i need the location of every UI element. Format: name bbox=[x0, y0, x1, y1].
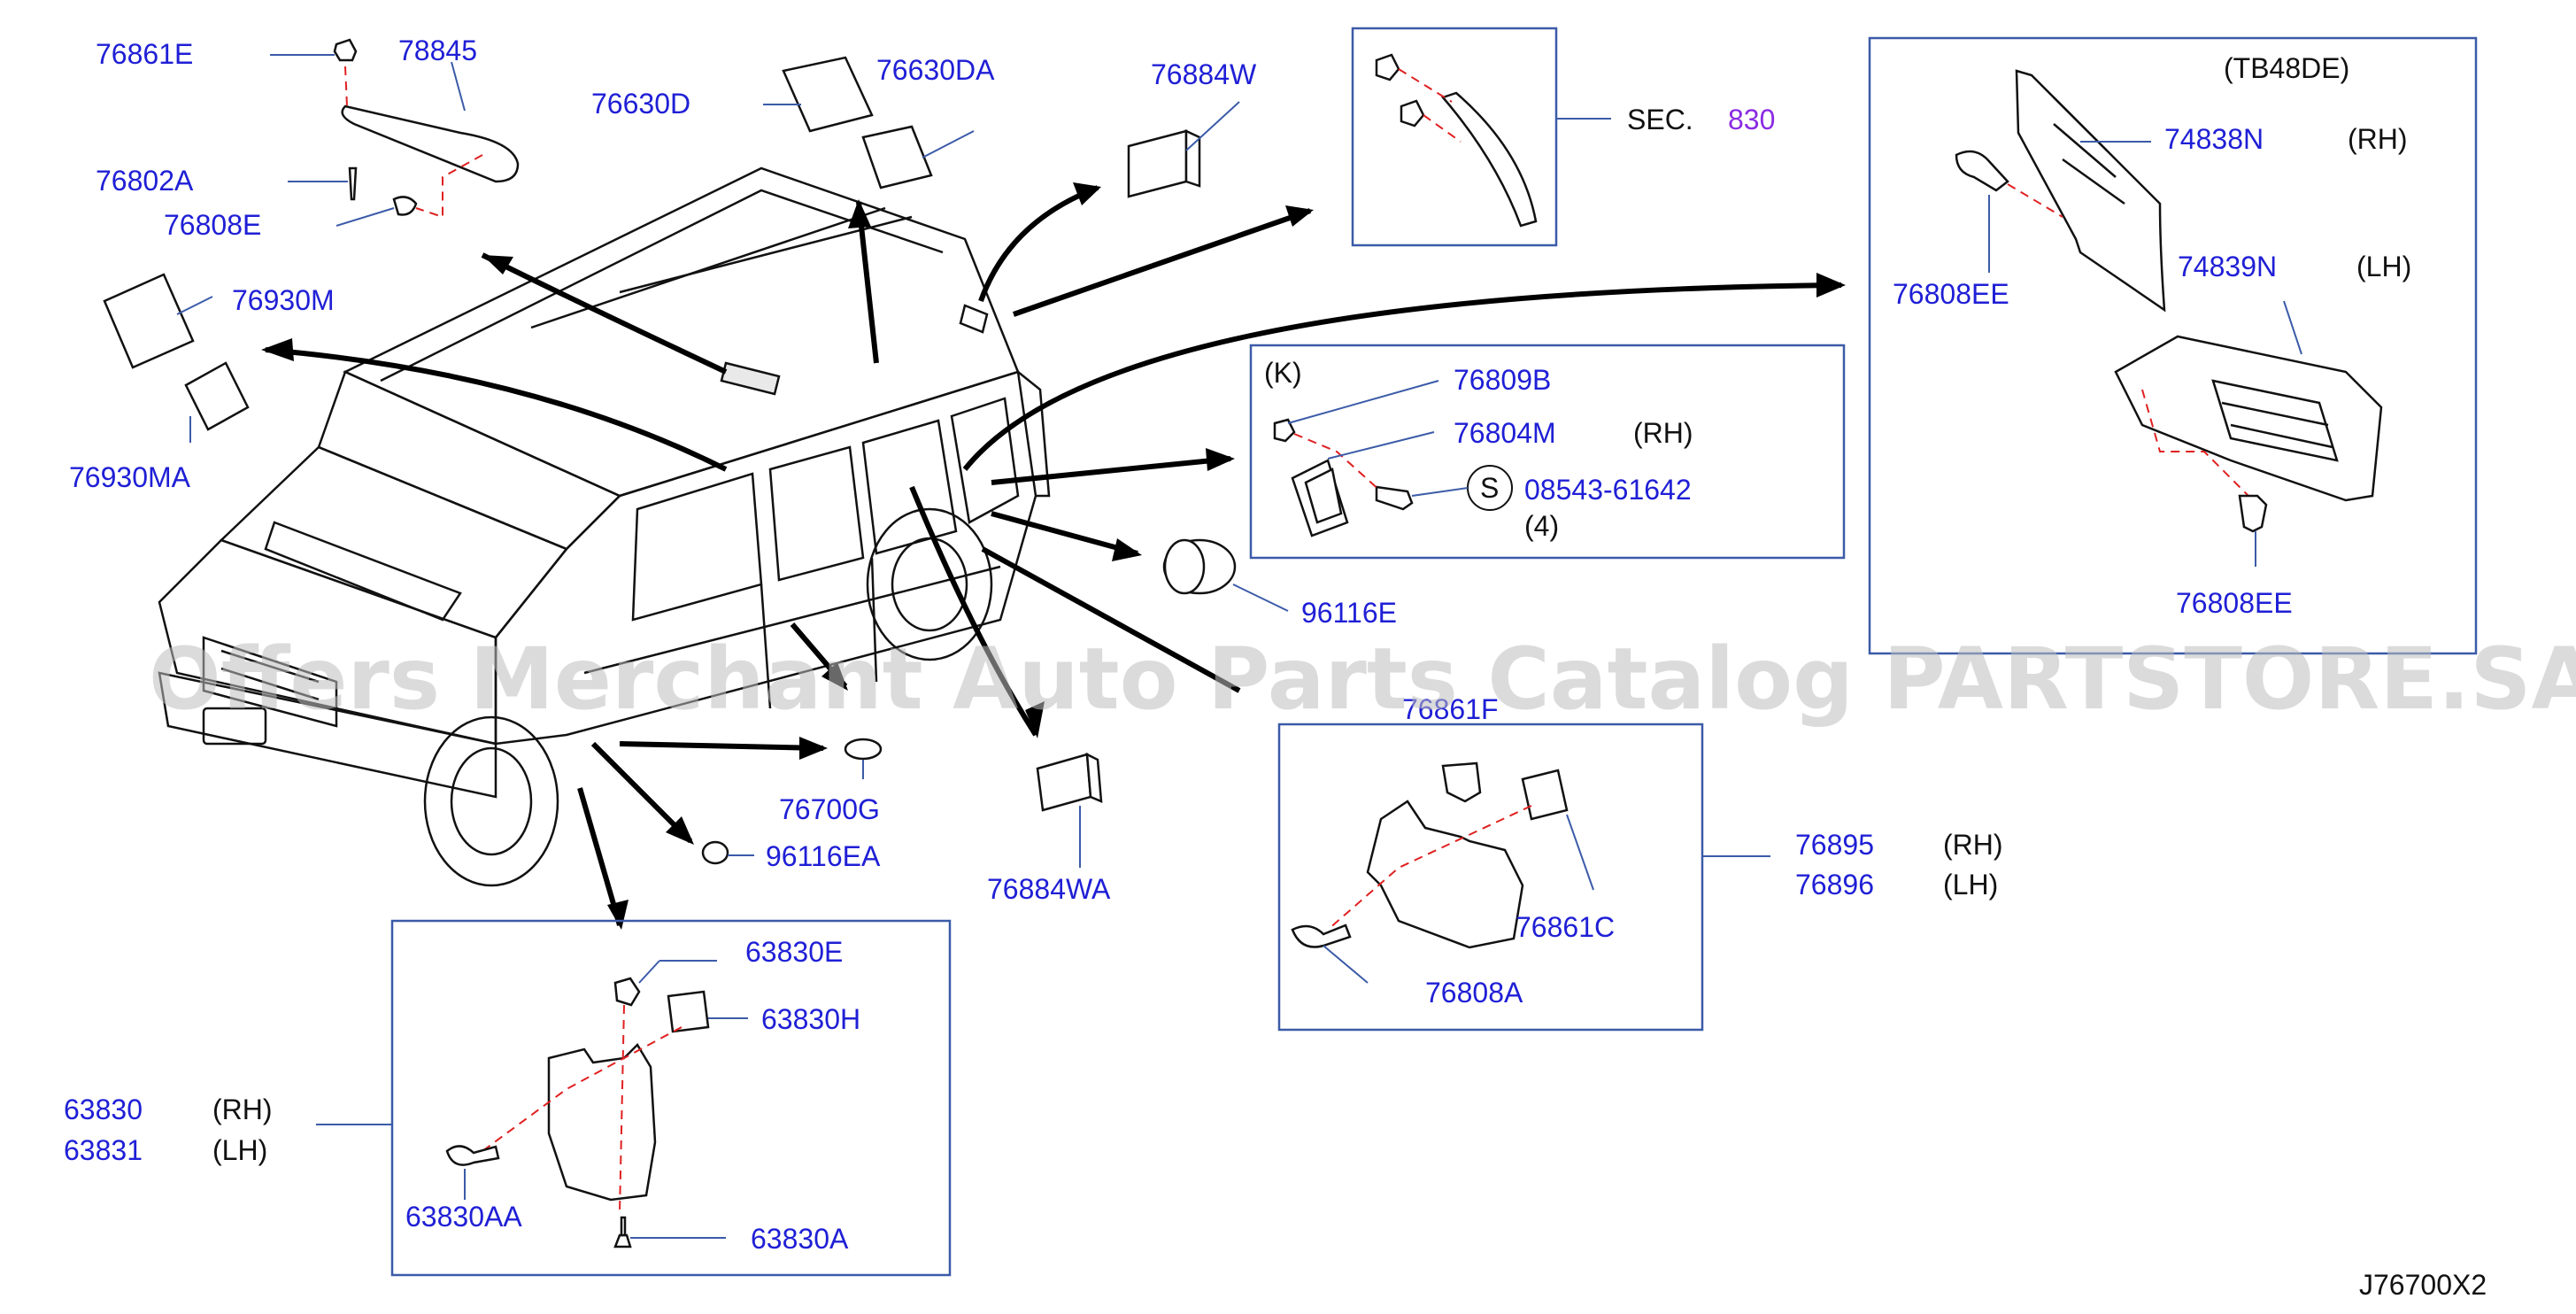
label-76804M[interactable]: 76804M bbox=[1454, 417, 1556, 449]
label-rh-63830: (RH) bbox=[212, 1094, 273, 1125]
label-76930M[interactable]: 76930M bbox=[232, 284, 335, 316]
label-76808A[interactable]: 76808A bbox=[1425, 977, 1523, 1009]
plug-96116E bbox=[1162, 538, 1289, 612]
label-63830H[interactable]: 63830H bbox=[761, 1003, 860, 1035]
label-tb48de: (TB48DE) bbox=[2224, 52, 2349, 84]
label-76808EE-bottom[interactable]: 76808EE bbox=[2176, 587, 2293, 619]
mudguard-rear-box bbox=[1277, 723, 1704, 1032]
label-76802A[interactable]: 76802A bbox=[96, 165, 194, 197]
part-labels: 76861E 78845 76802A 76808E 76630D 76630D… bbox=[64, 35, 2487, 1301]
label-76895[interactable]: 76895 bbox=[1795, 829, 1874, 861]
label-76884WA[interactable]: 76884WA bbox=[987, 873, 1111, 905]
label-rh-76804M: (RH) bbox=[1633, 417, 1693, 449]
label-63830[interactable]: 63830 bbox=[64, 1094, 143, 1125]
sec-830-box bbox=[1351, 27, 1558, 247]
label-76896[interactable]: 76896 bbox=[1795, 869, 1874, 900]
label-76861E[interactable]: 76861E bbox=[96, 38, 193, 70]
label-96116EA[interactable]: 96116EA bbox=[766, 840, 881, 872]
label-k: (K) bbox=[1264, 357, 1302, 389]
label-lh-74839N: (LH) bbox=[2356, 251, 2411, 282]
vehicle-illustration bbox=[158, 166, 1051, 887]
label-s-symbol: S bbox=[1480, 472, 1499, 504]
k-box bbox=[1249, 344, 1846, 560]
label-76930MA[interactable]: 76930MA bbox=[69, 461, 191, 493]
label-sec: SEC. bbox=[1627, 104, 1693, 135]
label-78845[interactable]: 78845 bbox=[398, 35, 477, 66]
label-76861F[interactable]: 76861F bbox=[1402, 693, 1499, 725]
label-63830A[interactable]: 63830A bbox=[751, 1223, 849, 1255]
label-76808EE-top[interactable]: 76808EE bbox=[1893, 278, 2009, 310]
label-74839N[interactable]: 74839N bbox=[2178, 251, 2277, 282]
mudguard-front-box bbox=[390, 919, 952, 1277]
link-sec-830[interactable]: 830 bbox=[1728, 104, 1775, 135]
label-63831[interactable]: 63831 bbox=[64, 1134, 143, 1166]
watermark-text: Offers Merchant Auto Parts Catalog PARTS… bbox=[149, 630, 2576, 729]
block-76884WA bbox=[1036, 752, 1103, 868]
cap-76700G bbox=[844, 738, 883, 779]
label-76884W[interactable]: 76884W bbox=[1151, 58, 1257, 90]
block-76884W bbox=[1127, 101, 1240, 198]
label-76630D[interactable]: 76630D bbox=[591, 88, 690, 120]
label-76630DA[interactable]: 76630DA bbox=[876, 54, 995, 86]
label-lh-63831: (LH) bbox=[212, 1134, 267, 1166]
pads-76930 bbox=[103, 273, 250, 443]
label-76809B[interactable]: 76809B bbox=[1454, 364, 1551, 396]
label-08543-61642[interactable]: 08543-61642 bbox=[1524, 474, 1692, 506]
label-96116E[interactable]: 96116E bbox=[1301, 597, 1397, 629]
label-rh-76895: (RH) bbox=[1943, 829, 2003, 861]
pads-76630 bbox=[763, 56, 975, 189]
tb48de-parts bbox=[1955, 69, 2383, 567]
label-76700G[interactable]: 76700G bbox=[779, 793, 880, 825]
label-qty-4: (4) bbox=[1524, 510, 1559, 542]
k-box-parts bbox=[1273, 380, 1513, 537]
mudguard-rear-parts bbox=[1291, 761, 1770, 984]
mudguard-front-parts bbox=[316, 960, 748, 1248]
label-63830AA[interactable]: 63830AA bbox=[405, 1201, 522, 1233]
label-76861C[interactable]: 76861C bbox=[1516, 911, 1615, 943]
callout-arrows bbox=[261, 182, 1846, 930]
assembly-78845 bbox=[270, 38, 520, 227]
sec-830-parts bbox=[1375, 53, 1611, 228]
label-74838N[interactable]: 74838N bbox=[2164, 123, 2264, 155]
label-63830E[interactable]: 63830E bbox=[745, 936, 843, 968]
tb48de-box bbox=[1868, 36, 2478, 655]
diagram-code: J76700X2 bbox=[2359, 1269, 2487, 1301]
plug-96116EA bbox=[701, 840, 754, 865]
label-rh-74838N: (RH) bbox=[2348, 123, 2408, 155]
label-76808E[interactable]: 76808E bbox=[164, 209, 261, 241]
label-lh-76896: (LH) bbox=[1943, 869, 1998, 900]
